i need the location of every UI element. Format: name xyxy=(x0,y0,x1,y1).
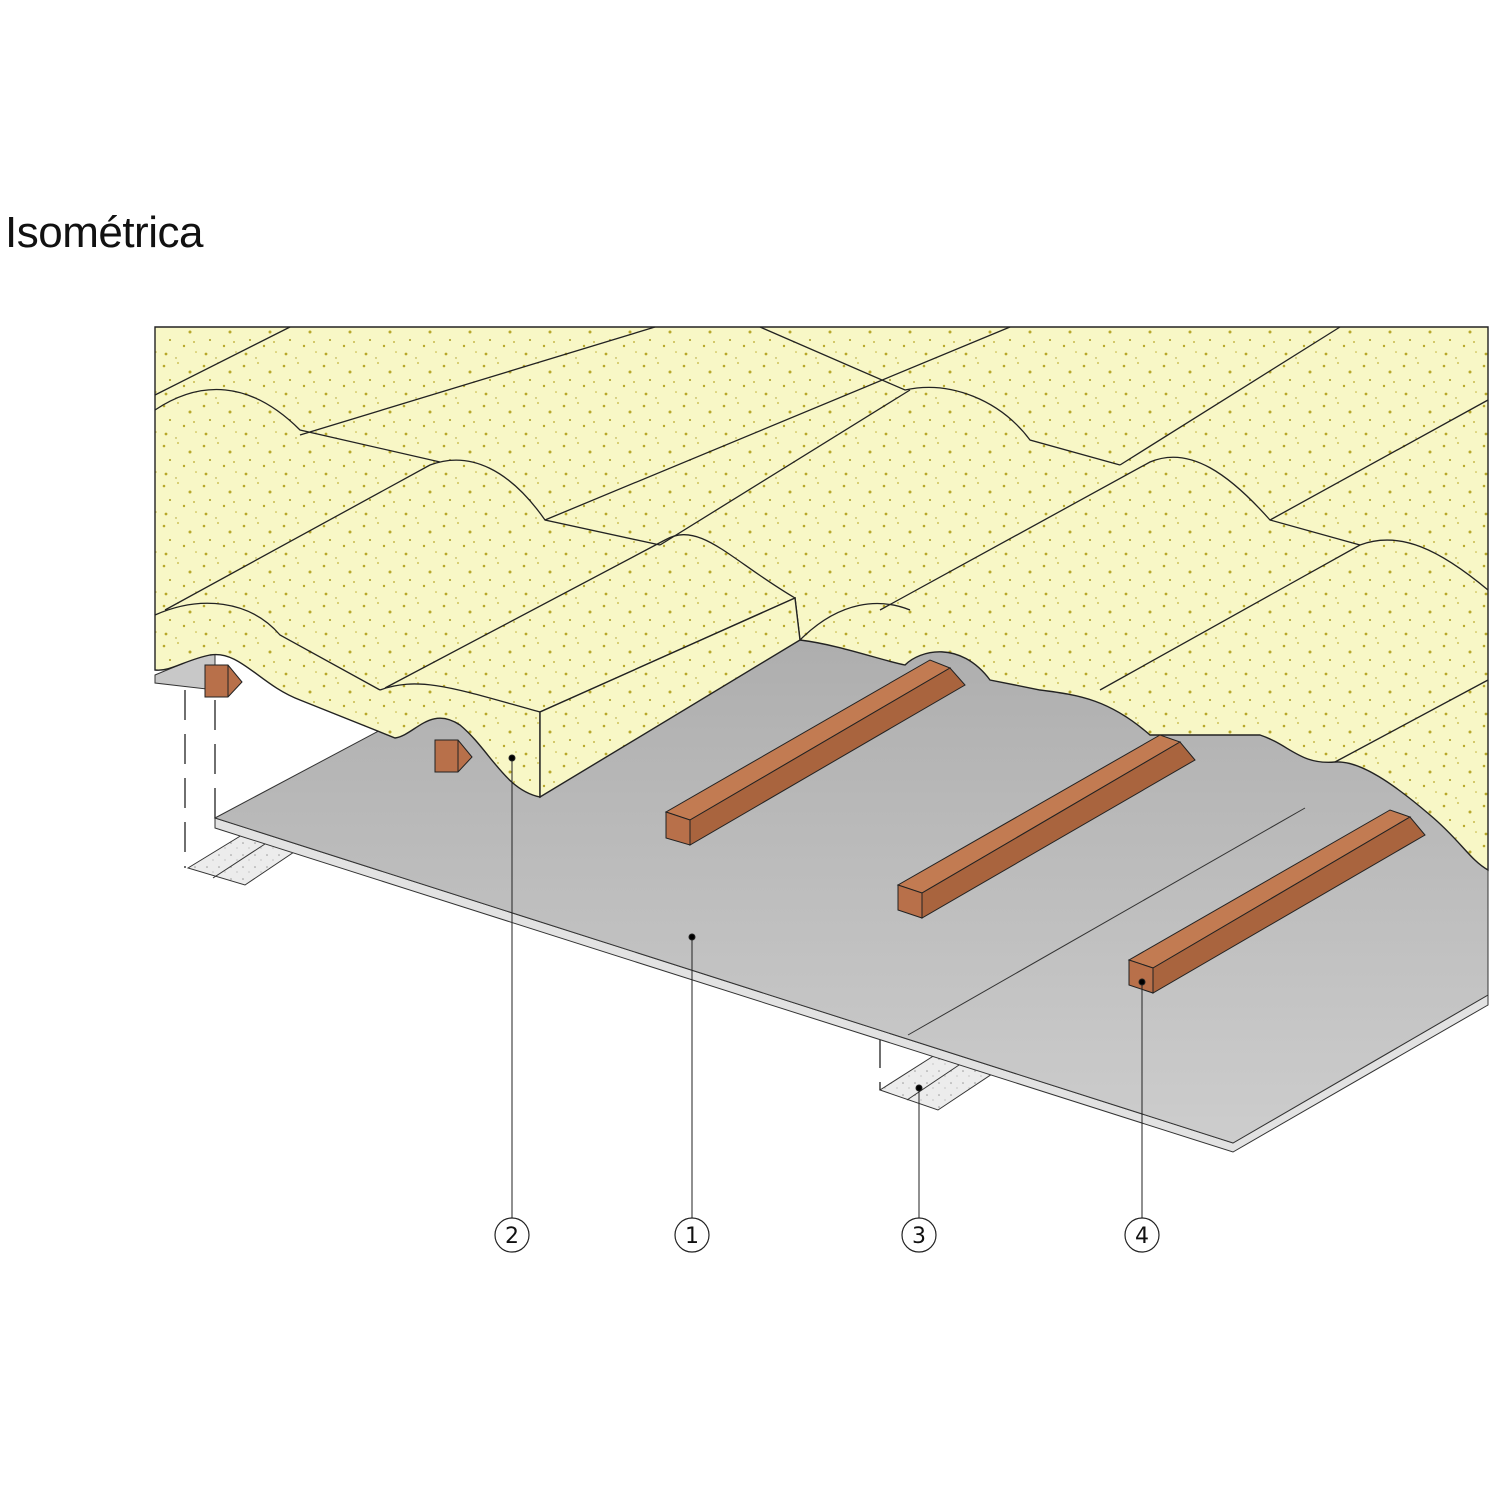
callout-3: 3 xyxy=(901,1217,937,1253)
callout-label: 2 xyxy=(505,1224,519,1249)
callout-label: 4 xyxy=(1135,1224,1149,1249)
callout-2: 2 xyxy=(494,1217,530,1253)
leader-lines xyxy=(508,754,1146,1218)
roof-tiles xyxy=(154,326,1489,872)
batten-left-1 xyxy=(204,664,243,698)
drawing-title: Isométrica xyxy=(5,208,203,257)
callout-4: 4 xyxy=(1124,1217,1160,1253)
batten-3 xyxy=(1127,809,1426,994)
callout-label: 1 xyxy=(685,1224,699,1249)
batten-2 xyxy=(896,734,1196,919)
batten-left-2 xyxy=(434,739,473,773)
callout-label: 3 xyxy=(912,1224,926,1249)
callout-1: 1 xyxy=(674,1217,710,1253)
batten-1 xyxy=(664,659,966,846)
